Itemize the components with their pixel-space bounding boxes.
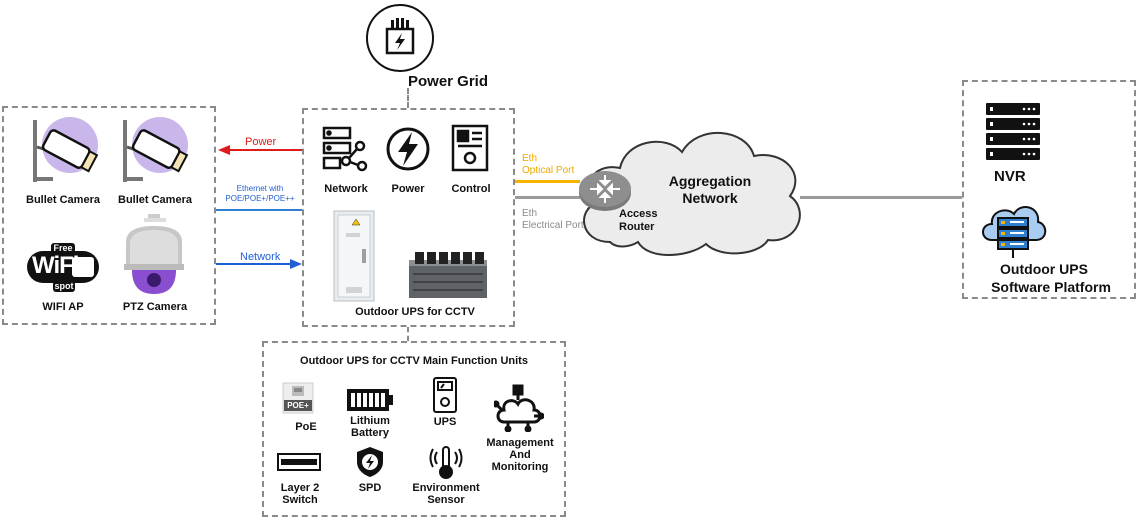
poe-icon: POE+ <box>282 382 314 414</box>
ptz-camera-label: PTZ Camera <box>122 301 188 313</box>
wifi-ap-label: WIFI AP <box>42 301 84 313</box>
control-panel-icon <box>450 124 490 172</box>
spd-shield-icon <box>356 446 384 478</box>
nvr-server-icon <box>984 101 1042 163</box>
bullet-camera-label: Bullet Camera <box>118 194 192 206</box>
power-link-line <box>218 144 302 156</box>
bullet-camera-icon <box>26 115 100 187</box>
spd-label: SPD <box>358 482 382 494</box>
power-grid-label: Power Grid <box>408 73 489 90</box>
ups-unit-icon <box>432 376 458 414</box>
lithium-battery-label: Lithium Battery <box>350 415 390 439</box>
power-grid-connector <box>407 88 409 108</box>
devices-box <box>2 106 216 325</box>
ups-network-label: Network <box>324 183 368 195</box>
cloud-monitoring-icon <box>494 384 544 432</box>
power-bolt-icon <box>385 126 431 172</box>
environment-sensor-icon <box>428 444 464 480</box>
ups-power-label: Power <box>391 183 425 195</box>
ethernet-link-line <box>216 209 302 211</box>
cloud-server-icon <box>978 196 1048 260</box>
wifi-hotspot-icon: Free WiFi spot <box>26 242 100 292</box>
aggregation-network-label: Aggregation Network <box>668 173 752 206</box>
power-link-label: Power <box>245 136 277 148</box>
nvr-platform-box <box>962 80 1136 299</box>
function-units-box <box>262 341 566 517</box>
optical-port-line <box>515 180 580 183</box>
cloud-to-nvr-line <box>800 196 962 199</box>
network-server-icon <box>322 126 368 172</box>
units-connector <box>407 327 409 341</box>
optical-port-label: Eth Optical Port <box>522 153 575 176</box>
ups-module-icon <box>405 250 491 300</box>
layer2-switch-icon <box>276 452 322 474</box>
ptz-camera-icon <box>124 214 184 298</box>
ups-control-label: Control <box>451 183 491 195</box>
power-grid-icon <box>365 3 435 73</box>
nvr-label: NVR <box>994 168 1026 185</box>
bullet-camera-label: Bullet Camera <box>26 194 100 206</box>
access-router-label: Access Router <box>619 208 658 233</box>
outdoor-ups-title: Outdoor UPS for CCTV <box>355 306 475 318</box>
function-units-title: Outdoor UPS for CCTV Main Function Units <box>300 355 528 367</box>
network-link-label: Network <box>240 251 281 263</box>
poe-label: PoE <box>295 421 317 433</box>
access-router-icon <box>578 169 632 213</box>
electrical-port-label: Eth Electrical Port <box>522 208 584 231</box>
management-monitoring-label: Management And Monitoring <box>486 437 554 473</box>
software-platform-label: Outdoor UPS Software Platform <box>991 261 1111 295</box>
network-link-line <box>216 258 302 270</box>
electrical-port-line <box>515 196 580 199</box>
environment-sensor-label: Environment Sensor <box>412 482 480 506</box>
ups-cabinet-icon <box>332 209 376 305</box>
outdoor-ups-box <box>302 108 515 327</box>
ethernet-link-label: Ethernet with POE/POE+/POE++ <box>225 184 295 203</box>
layer2-switch-label: Layer 2 Switch <box>280 482 320 506</box>
lithium-battery-icon <box>346 388 394 412</box>
ups-unit-label: UPS <box>433 416 457 428</box>
bullet-camera-icon <box>116 115 190 187</box>
